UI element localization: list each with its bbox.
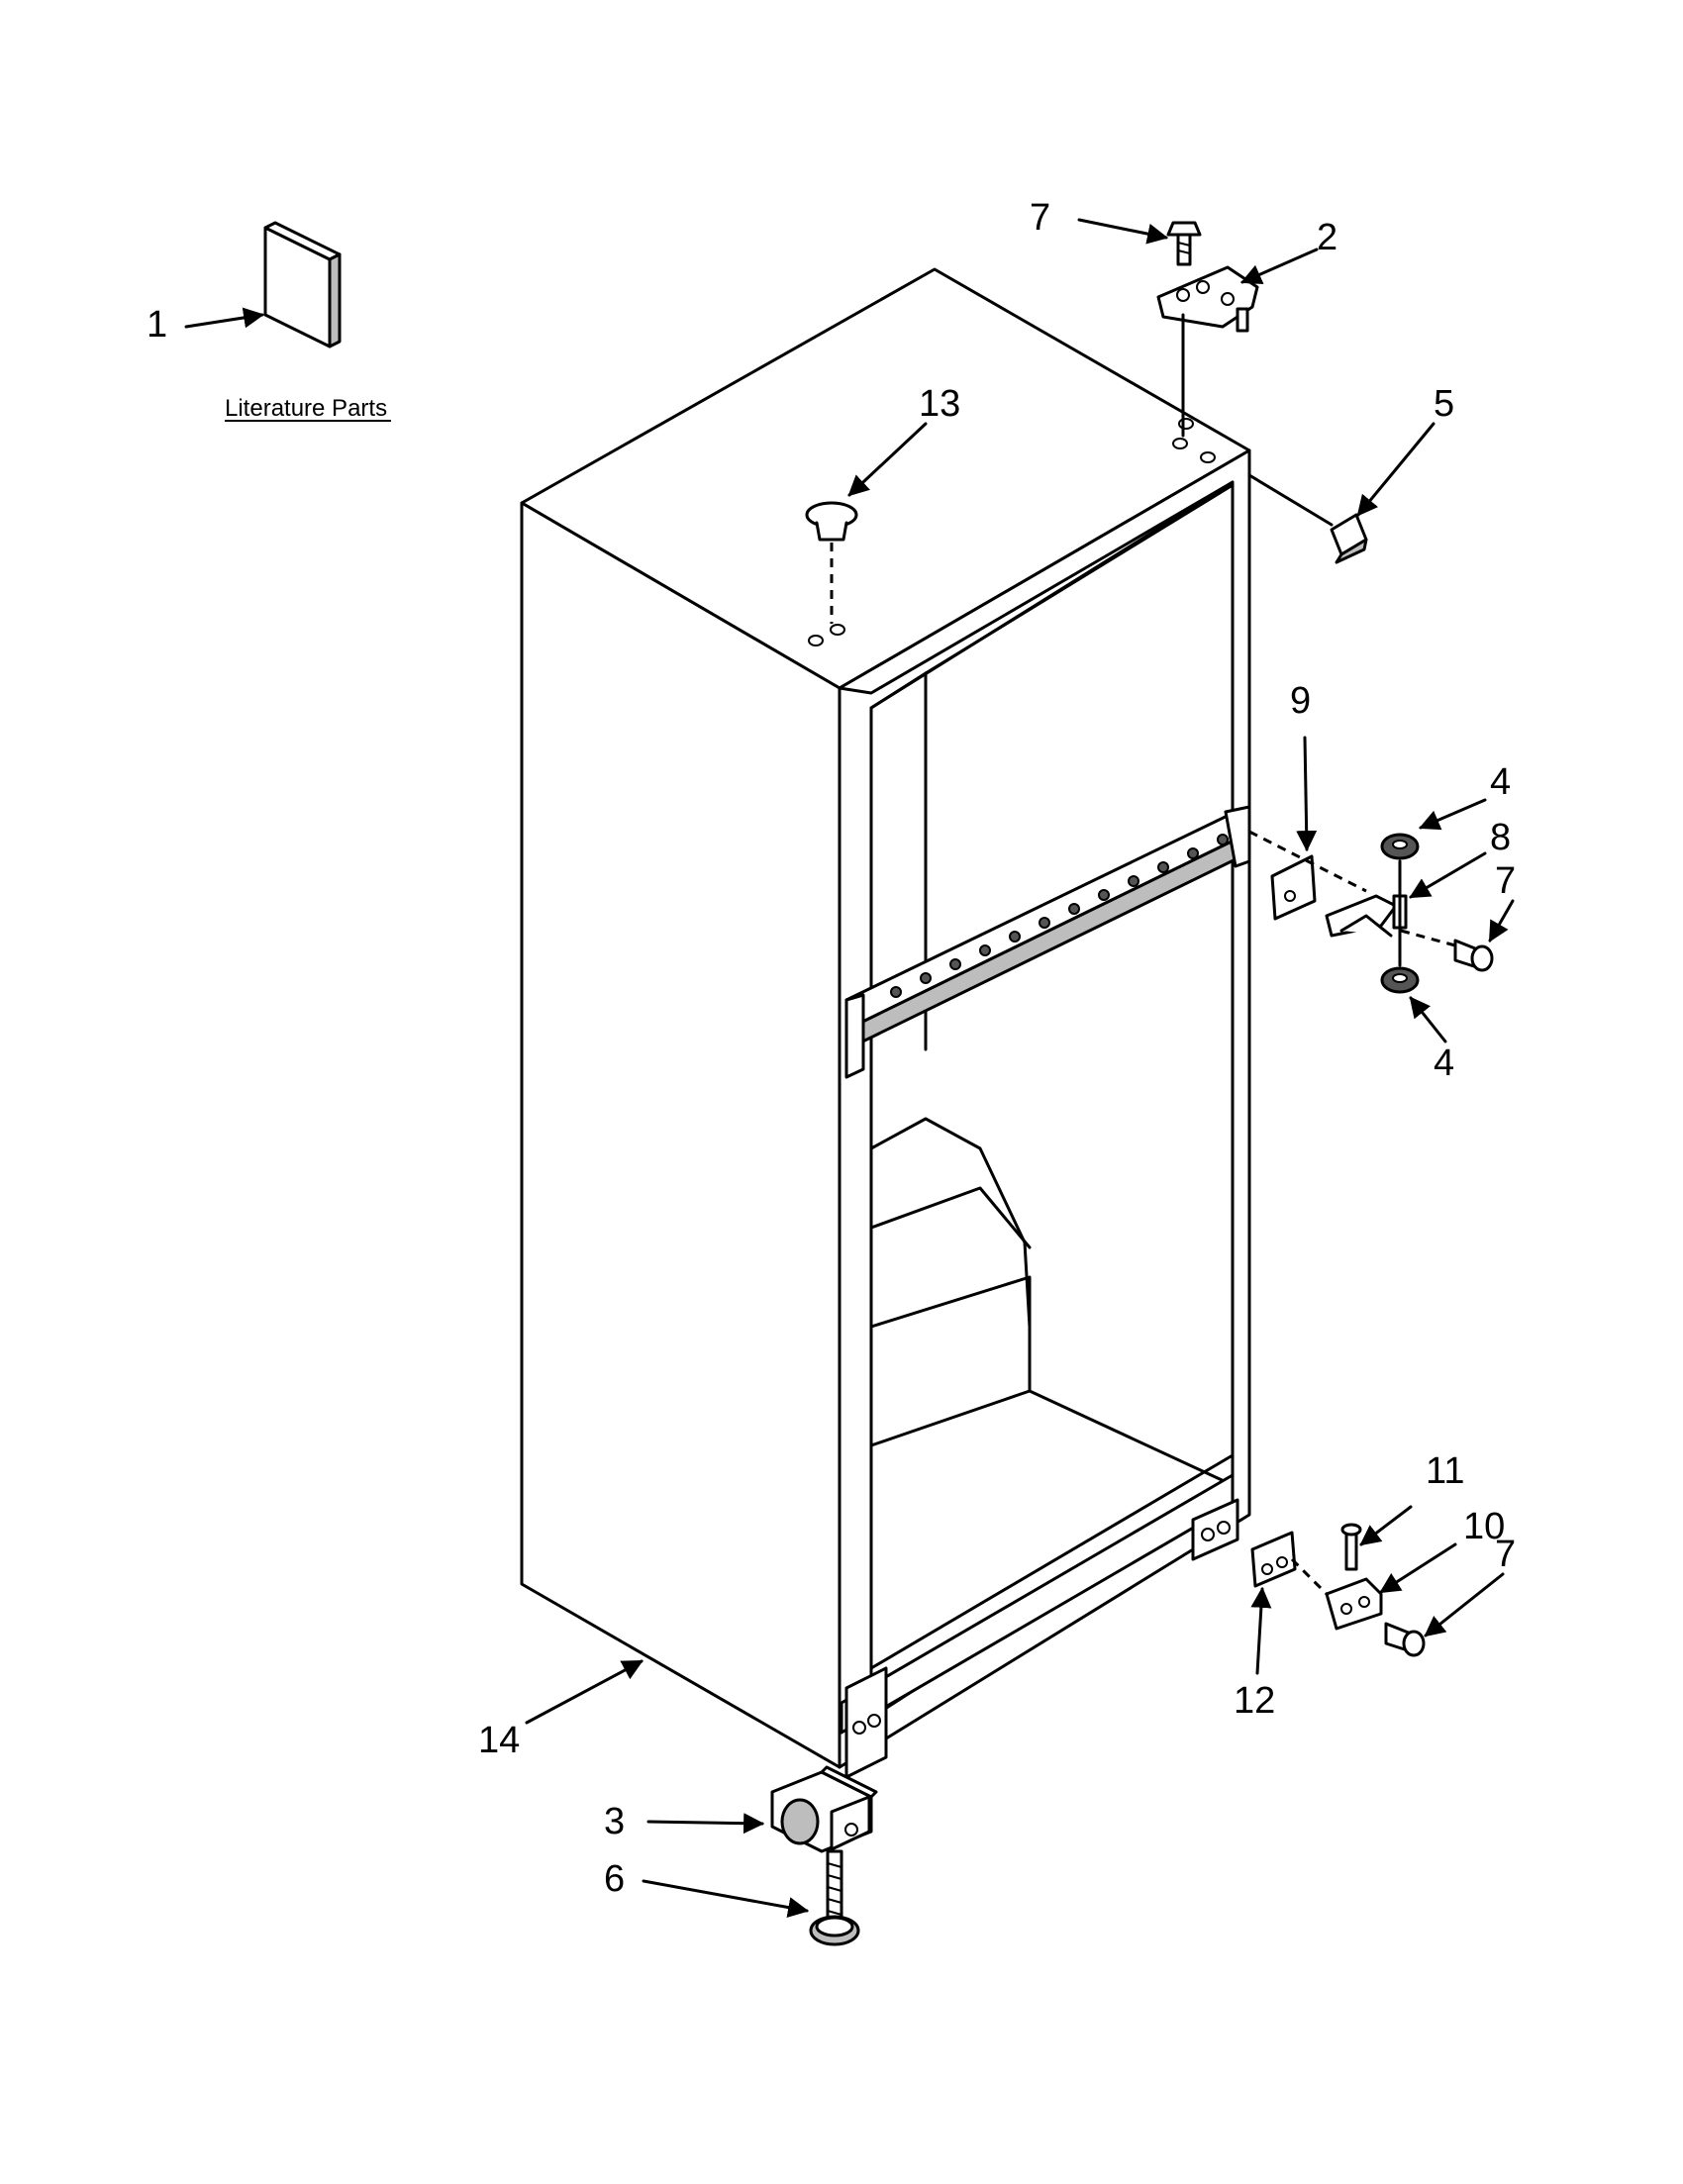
arrow-12: [1250, 1586, 1272, 1675]
callout-5: 5: [1434, 383, 1454, 425]
callout-13: 13: [919, 383, 960, 425]
callout-labels: 1 2 3 4 4 5 6 7 7 7 8 9 10 11 12 13 14: [147, 197, 1516, 1900]
callout-11: 11: [1426, 1450, 1464, 1492]
callout-4-lower: 4: [1434, 1042, 1454, 1084]
arrow-11: [1359, 1505, 1413, 1546]
lower-hinge-shim: [1250, 1531, 1297, 1588]
arrow-6: [642, 1879, 810, 1918]
lower-hinge-screw: [1384, 1622, 1426, 1657]
top-hinge-screw: [1166, 221, 1202, 266]
callout-7-top: 7: [1030, 197, 1050, 239]
callout-7-center: 7: [1495, 860, 1516, 902]
washer-lower: [1380, 966, 1420, 994]
center-hinge-screw: [1400, 929, 1494, 972]
lower-hinge-pin: [1340, 1523, 1362, 1571]
arrow-4b: [1409, 996, 1447, 1043]
hinge-cover-leader: [1247, 473, 1334, 527]
arrow-2: [1240, 248, 1319, 284]
arrow-13: [847, 422, 928, 497]
top-hinge: [1156, 265, 1259, 333]
hinge-cover: [1330, 513, 1368, 564]
arrow-7a: [1077, 218, 1169, 245]
leveling-leg: [809, 1849, 860, 1946]
roller-assembly: [770, 1765, 878, 1853]
lower-hinge: [1325, 1577, 1383, 1631]
rail-holes: [890, 834, 1229, 998]
callout-1: 1: [147, 304, 167, 346]
arrow-5: [1356, 422, 1436, 517]
arrow-14: [525, 1659, 644, 1725]
callout-8: 8: [1490, 817, 1511, 858]
shim-leader: [1248, 830, 1367, 893]
refrigerator-cabinet: [520, 267, 1251, 1769]
arrow-1: [184, 307, 265, 329]
callout-6: 6: [604, 1858, 625, 1900]
callout-14: 14: [478, 1720, 520, 1761]
arrow-9: [1296, 736, 1318, 852]
arrow-7b: [1488, 899, 1515, 943]
center-hinge: [1325, 894, 1408, 938]
center-hinge-shim: [1270, 854, 1317, 921]
callout-3: 3: [604, 1801, 625, 1842]
callout-10: 10: [1463, 1506, 1505, 1547]
arrow-4a: [1419, 798, 1487, 831]
lower-hinge-leader: [1290, 1557, 1329, 1596]
arrow-3: [646, 1813, 765, 1835]
bottom-brackets: [844, 1498, 1239, 1779]
arrow-7c: [1424, 1572, 1505, 1638]
callout-12: 12: [1234, 1680, 1275, 1722]
arrow-8: [1409, 851, 1487, 899]
leader-arrows: [184, 218, 1515, 1918]
arrow-10: [1379, 1542, 1457, 1594]
literature-parts-label: Literature Parts: [225, 395, 387, 422]
literature-parts-booklet: [263, 221, 342, 348]
washer-upper: [1380, 833, 1420, 860]
plug-button: [805, 501, 858, 542]
callout-4-upper: 4: [1490, 761, 1511, 803]
callout-2: 2: [1317, 217, 1337, 258]
callout-7-lower: 7: [1495, 1534, 1516, 1575]
callout-9: 9: [1290, 680, 1311, 722]
